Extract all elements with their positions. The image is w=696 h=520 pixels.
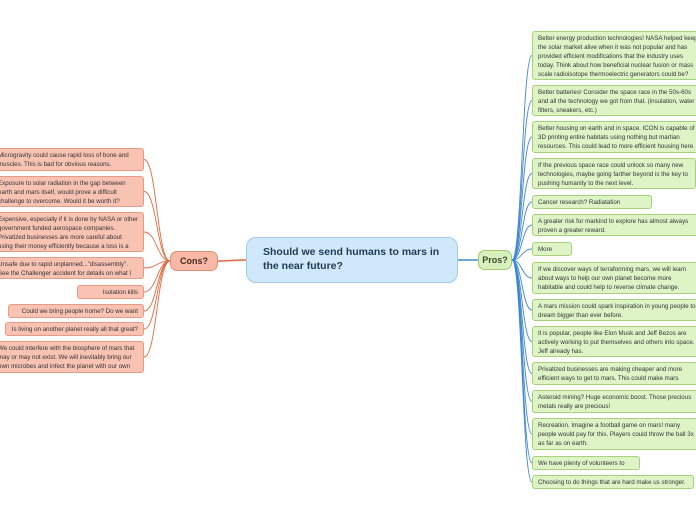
pro-item[interactable]: Better batteries! Consider the space rac…	[532, 85, 696, 116]
con-connector	[143, 260, 171, 358]
con-item[interactable]: Exposure to solar radiation in the gap b…	[0, 176, 144, 207]
pro-item[interactable]: If the previous space race could unlock …	[532, 158, 696, 189]
pro-item-text: Cancer research? Radiatation exposure.	[538, 199, 621, 208]
pro-item[interactable]: It is popular, people like Elon Musk and…	[532, 326, 696, 357]
con-item-text: Isolation kills people.	[102, 289, 138, 298]
con-item-text: Microgravity could cause rapid loss of b…	[0, 152, 129, 168]
pro-item[interactable]: Better housing on earth and in space. IC…	[532, 121, 696, 153]
pro-item[interactable]: We have plenty of volunteers to go.	[532, 456, 640, 470]
pro-item[interactable]: Better energy production technologies! N…	[532, 31, 696, 80]
con-item[interactable]: Expensive, especially if it is done by N…	[0, 212, 144, 252]
con-item-text: Could we bring people home? Do we want t…	[21, 308, 138, 317]
pro-item[interactable]: If we discover ways of terraforming mars…	[532, 262, 696, 294]
pro-item-text: A greater risk for markind to explore ha…	[538, 218, 689, 234]
con-item[interactable]: Is living on another planet really all t…	[5, 322, 144, 336]
con-item-text: We could interfere with the biosphere of…	[0, 345, 135, 372]
central-topic-text: Should we send humans to mars in the nea…	[263, 246, 440, 272]
pro-item[interactable]: Choosing to do things that are hard make…	[532, 475, 694, 489]
con-item-text: Expensive, especially if it is done by N…	[0, 216, 138, 250]
con-item-text: Exposure to solar radiation in the gap b…	[0, 180, 126, 205]
pro-connector	[511, 259, 533, 483]
con-item[interactable]: We could interfere with the biosphere of…	[0, 341, 144, 373]
pros-branch[interactable]: Pros?	[478, 250, 512, 270]
pro-item-text: Choosing to do things that are hard make…	[538, 479, 686, 486]
cons-branch[interactable]: Cons?	[170, 251, 218, 271]
con-connector	[143, 260, 171, 330]
pro-connector	[511, 224, 533, 261]
pro-connector	[511, 173, 533, 261]
con-item[interactable]: Could we bring people home? Do we want t…	[8, 304, 144, 318]
pro-item-text: More land.	[538, 246, 553, 255]
pro-item-text: It is popular, people like Elon Musk and…	[538, 330, 695, 355]
pro-item-text: A mars mission could spark inspiration i…	[538, 303, 696, 319]
pro-item-text: If the previous space race could unlock …	[538, 162, 688, 187]
con-item[interactable]: Microgravity could cause rapid loss of b…	[0, 148, 144, 171]
pro-item-text: Asteroid mining? Huge economic boost. Th…	[538, 394, 692, 410]
con-connector	[143, 191, 171, 262]
pro-item[interactable]: More land.	[532, 242, 572, 256]
cons-label: Cons?	[180, 256, 208, 266]
pro-item[interactable]: A mars mission could spark inspiration i…	[532, 299, 696, 321]
pro-item-text: Privatized businesses are making cheaper…	[538, 366, 683, 384]
con-item-text: Unsafe due to rapid unplanned..."disasse…	[0, 261, 132, 277]
central-topic[interactable]: Should we send humans to mars in the nea…	[246, 237, 458, 283]
pro-item[interactable]: Recreation. Imagine a football game on m…	[532, 418, 696, 450]
con-connector	[143, 260, 171, 312]
pro-item-text: We have plenty of volunteers to go.	[538, 460, 625, 469]
pro-item[interactable]: A greater risk for markind to explore ha…	[532, 214, 696, 236]
pro-item-text: Better housing on earth and in space. IC…	[538, 125, 695, 152]
pro-item-text: Better batteries! Consider the space rac…	[538, 89, 695, 114]
pro-item-text: Better energy production technologies! N…	[538, 35, 696, 78]
pros-label: Pros?	[482, 255, 508, 265]
con-item-text: Is living on another planet really all t…	[11, 326, 138, 333]
con-item[interactable]: Unsafe due to rapid unplanned..."disasse…	[0, 257, 144, 279]
pro-connector	[511, 55, 533, 261]
pro-item-text: If we discover ways of terraforming mars…	[538, 266, 687, 291]
pro-connector	[511, 100, 533, 261]
pro-item-text: Recreation. Imagine a football game on m…	[538, 422, 694, 447]
con-connector	[143, 231, 171, 262]
pro-item[interactable]: Asteroid mining? Huge economic boost. Th…	[532, 390, 696, 413]
con-connector	[143, 159, 171, 262]
pro-item[interactable]: Privatized businesses are making cheaper…	[532, 362, 696, 385]
central-to-cons-line	[217, 259, 247, 262]
pro-item[interactable]: Cancer research? Radiatation exposure.	[532, 195, 652, 209]
pro-connector	[511, 136, 533, 261]
con-item[interactable]: Isolation kills people.	[77, 285, 144, 299]
pro-connector	[511, 201, 533, 261]
pro-connector	[511, 248, 533, 261]
